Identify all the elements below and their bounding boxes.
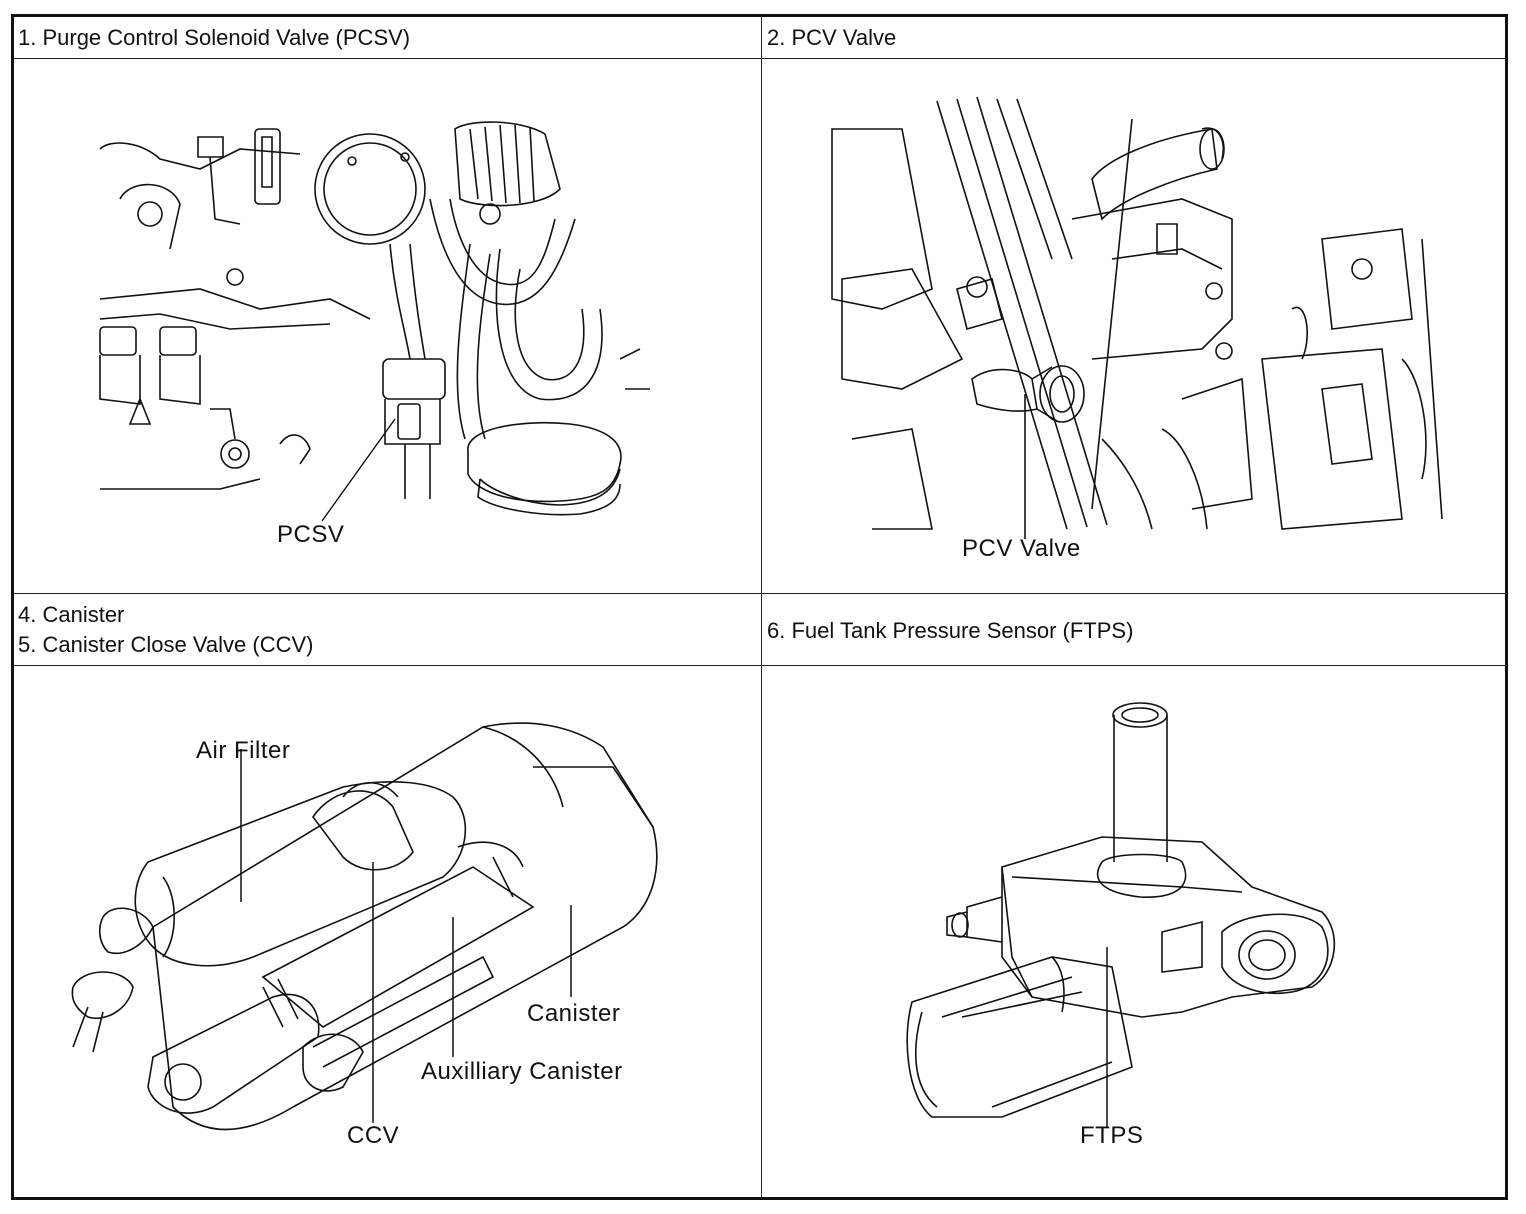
label-pcv-valve: PCV Valve <box>962 535 1081 562</box>
diagram-table <box>11 14 1508 1200</box>
pcv-valve-illustration <box>762 59 1507 593</box>
column-divider <box>761 16 762 1198</box>
label-canister: Canister <box>527 1000 621 1027</box>
label-auxiliary-canister: Auxilliary Canister <box>421 1058 623 1085</box>
header-ftps: 6. Fuel Tank Pressure Sensor (FTPS) <box>767 618 1134 643</box>
label-pcsv: PCSV <box>277 521 345 548</box>
row-divider-bottom-header <box>13 665 1507 666</box>
header-canister: 4. Canister <box>18 602 125 627</box>
canister-illustration <box>13 667 758 1197</box>
header-ccv: 5. Canister Close Valve (CCV) <box>18 632 314 657</box>
row-divider-top-header <box>13 58 1507 59</box>
label-air-filter: Air Filter <box>196 737 291 764</box>
row-divider-middle <box>13 593 1507 594</box>
header-pcsv: 1. Purge Control Solenoid Valve (PCSV) <box>18 25 411 50</box>
pcsv-engine-illustration <box>0 59 760 593</box>
ftps-sensor-illustration <box>762 667 1507 1197</box>
label-ccv: CCV <box>347 1122 400 1149</box>
label-ftps: FTPS <box>1080 1122 1144 1149</box>
header-pcv-valve: 2. PCV Valve <box>767 25 897 50</box>
